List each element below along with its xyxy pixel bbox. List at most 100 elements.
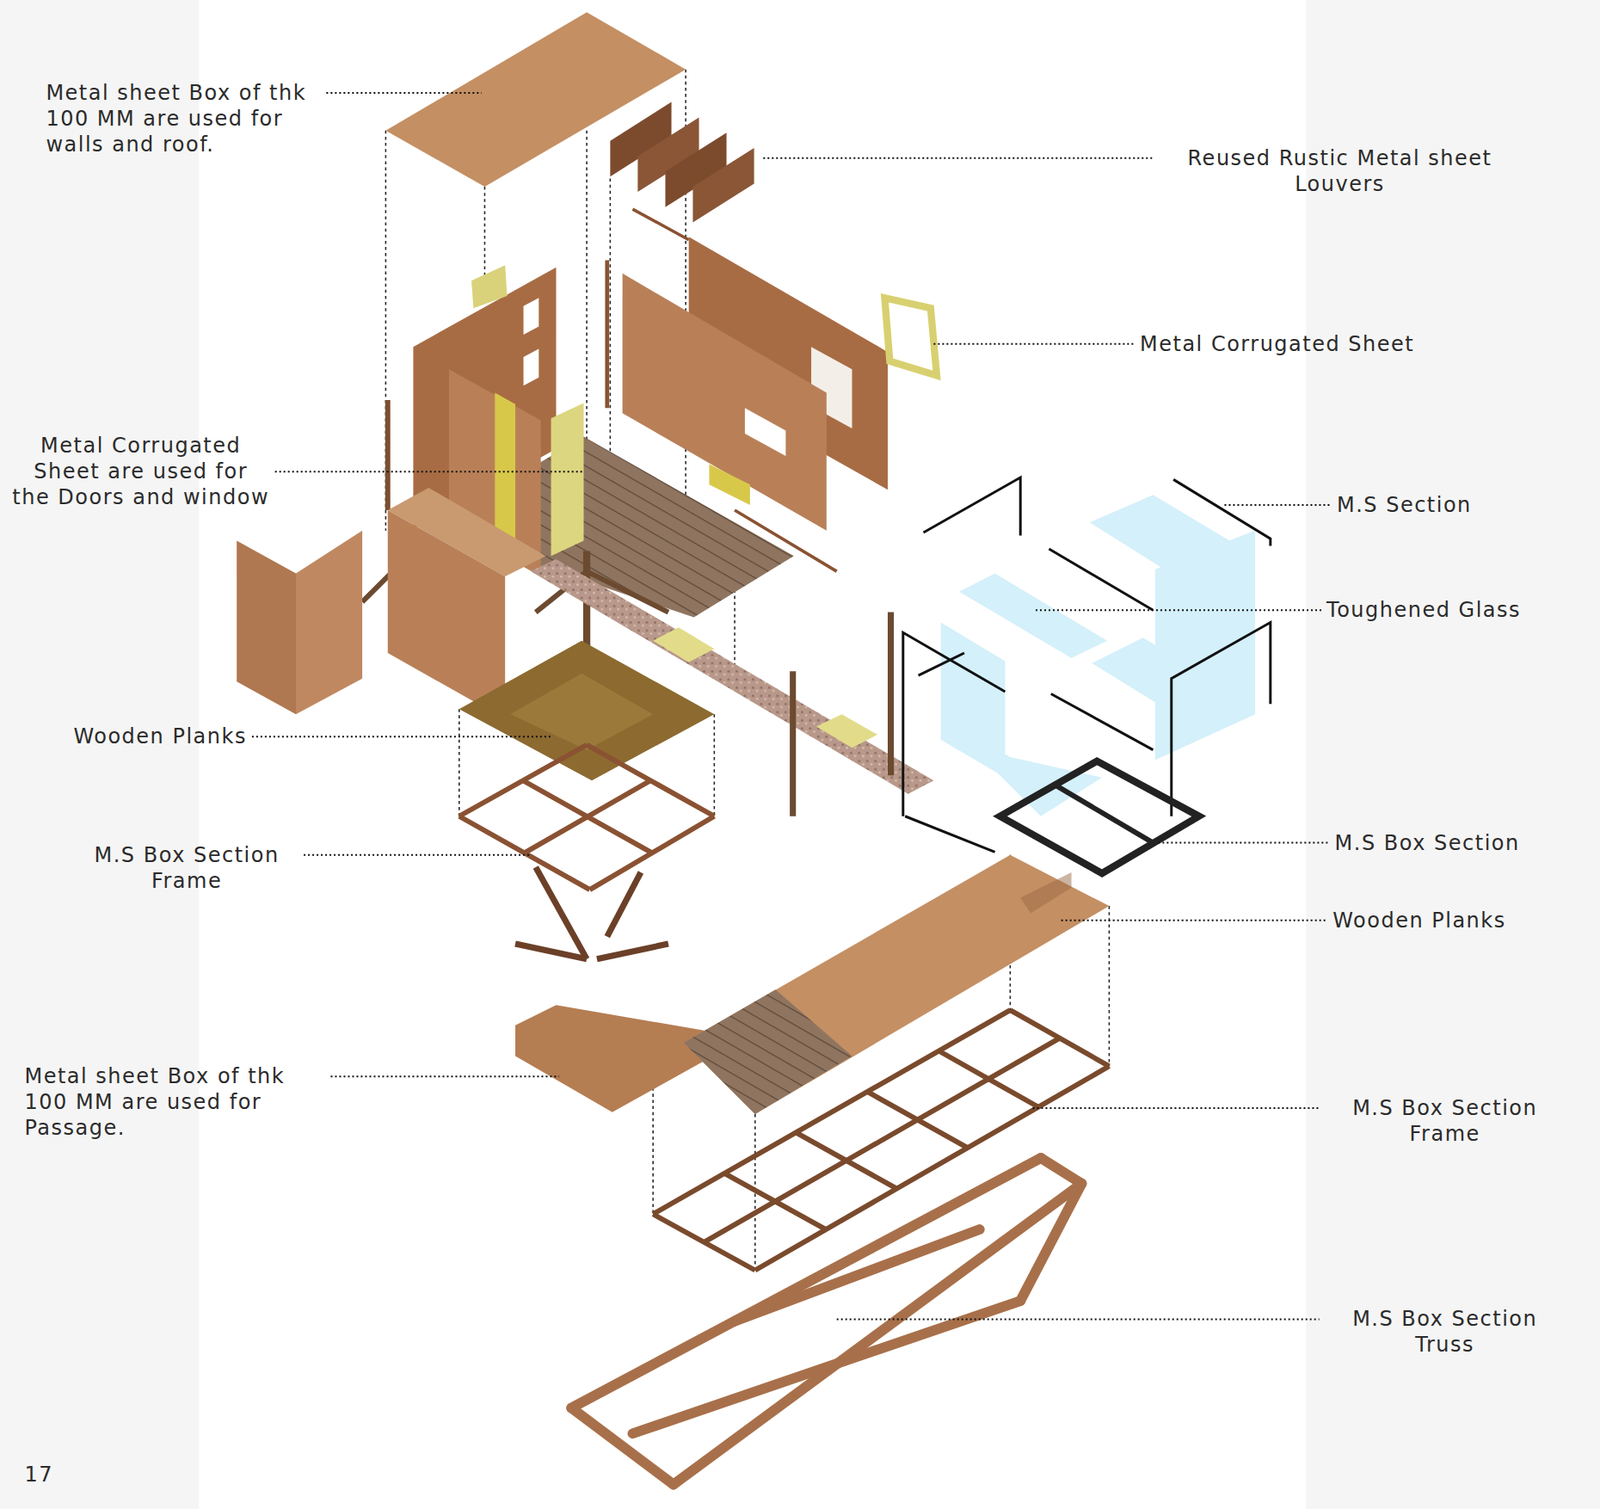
part-label: M.S Box Section Truss (1324, 1305, 1566, 1358)
part-label: Toughened Glass (1326, 596, 1521, 623)
glass-box (903, 477, 1271, 874)
right-walls (607, 209, 937, 572)
box-section-frame (523, 780, 653, 853)
left-walls (523, 297, 540, 335)
glass-box (923, 477, 1022, 536)
glass-box (903, 632, 1006, 816)
leader-line (1032, 1107, 1319, 1109)
right-walls (884, 297, 936, 376)
left-walls (385, 400, 391, 511)
projection-lines (713, 713, 716, 817)
posts (887, 612, 894, 776)
glass-box (1173, 479, 1271, 546)
leader-line (1224, 504, 1331, 506)
part-label: Wooden Planks (1332, 907, 1507, 934)
right-walls (734, 510, 837, 572)
truss (571, 1157, 1082, 1484)
part-label: Metal Corrugated Sheet (1139, 331, 1415, 357)
box-section-frame (652, 1009, 1109, 1270)
leader-line (326, 92, 482, 94)
leader-line (763, 157, 1154, 160)
paper-ground (198, 0, 1306, 1509)
leader-line (330, 1075, 560, 1077)
floor-slab (459, 640, 715, 781)
glass-box (904, 816, 995, 853)
part-label: Metal sheet Box of thk 100 MM are used f… (24, 1063, 326, 1141)
glass-box (1056, 785, 1154, 843)
truss (632, 1300, 1021, 1434)
passage-slab (515, 1004, 704, 1113)
box-section-frame (703, 1038, 1059, 1243)
glass-box (1048, 548, 1153, 610)
left-walls (236, 541, 296, 715)
part-label: Wooden Planks (73, 723, 247, 750)
floor-slab (510, 673, 653, 751)
leader-line (303, 854, 531, 856)
left-walls (471, 264, 508, 308)
left-walls (523, 349, 540, 387)
box-section-frame (524, 780, 651, 853)
glass-box (941, 494, 1256, 817)
projection-lines (652, 1081, 654, 1214)
leader-line (933, 343, 1135, 345)
part-label: M.S Box Section Frame (74, 842, 299, 894)
box-section-frame (459, 744, 587, 817)
left-walls (387, 510, 505, 720)
leader-line (275, 470, 585, 473)
leader-line (252, 735, 552, 738)
box-section-frame (652, 1009, 1010, 1214)
passage-slab (515, 855, 1109, 1114)
leader-line (836, 1317, 1320, 1320)
passage-strip (816, 713, 878, 748)
frame-legs (535, 867, 587, 960)
box-section-frame (459, 744, 715, 890)
part-label: Metal sheet Box of thk 100 MM are used f… (45, 80, 321, 158)
passage-slab (1020, 872, 1071, 913)
part-label: M.S Section (1336, 492, 1472, 518)
passage-slab (683, 989, 853, 1114)
right-walls (622, 273, 827, 531)
truss (673, 1183, 1082, 1485)
leader-line (1061, 919, 1329, 922)
glass-box (1171, 621, 1271, 816)
right-walls (632, 209, 689, 240)
louvers (692, 147, 754, 223)
right-walls (744, 407, 786, 456)
page-number: 17 (24, 1461, 54, 1488)
part-label: Metal Corrugated Sheet are used for the … (12, 432, 271, 511)
floor-slab (459, 640, 715, 781)
posts (789, 670, 796, 816)
frame-legs (596, 943, 669, 960)
projection-lines (385, 69, 1109, 1271)
projection-lines (1108, 905, 1111, 1066)
glass-box (918, 652, 965, 676)
glass-box (959, 572, 1108, 658)
glass-box (1091, 637, 1256, 733)
left-walls (295, 530, 363, 714)
glass-box (1051, 693, 1154, 750)
right-walls (708, 464, 750, 505)
right-walls (604, 259, 610, 408)
frame-legs (607, 872, 641, 937)
left-walls (551, 402, 585, 556)
frame-legs (515, 943, 587, 960)
truss (1040, 1157, 1082, 1184)
louvers (609, 102, 754, 223)
leader-line (1035, 609, 1322, 611)
glass-box (903, 477, 1271, 852)
glass-box (1000, 761, 1200, 874)
part-label: M.S Box Section Frame (1324, 1095, 1566, 1147)
part-label: M.S Box Section (1335, 830, 1520, 856)
truss (1020, 1183, 1082, 1301)
part-label: Reused Rustic Metal sheet Louvers (1159, 145, 1521, 197)
box-section-frame (590, 816, 715, 890)
posts (793, 612, 892, 817)
passage-strip (652, 627, 714, 662)
leader-line (1157, 842, 1330, 844)
truss (734, 1229, 980, 1322)
frame-legs (515, 867, 669, 960)
projection-lines (458, 708, 461, 817)
